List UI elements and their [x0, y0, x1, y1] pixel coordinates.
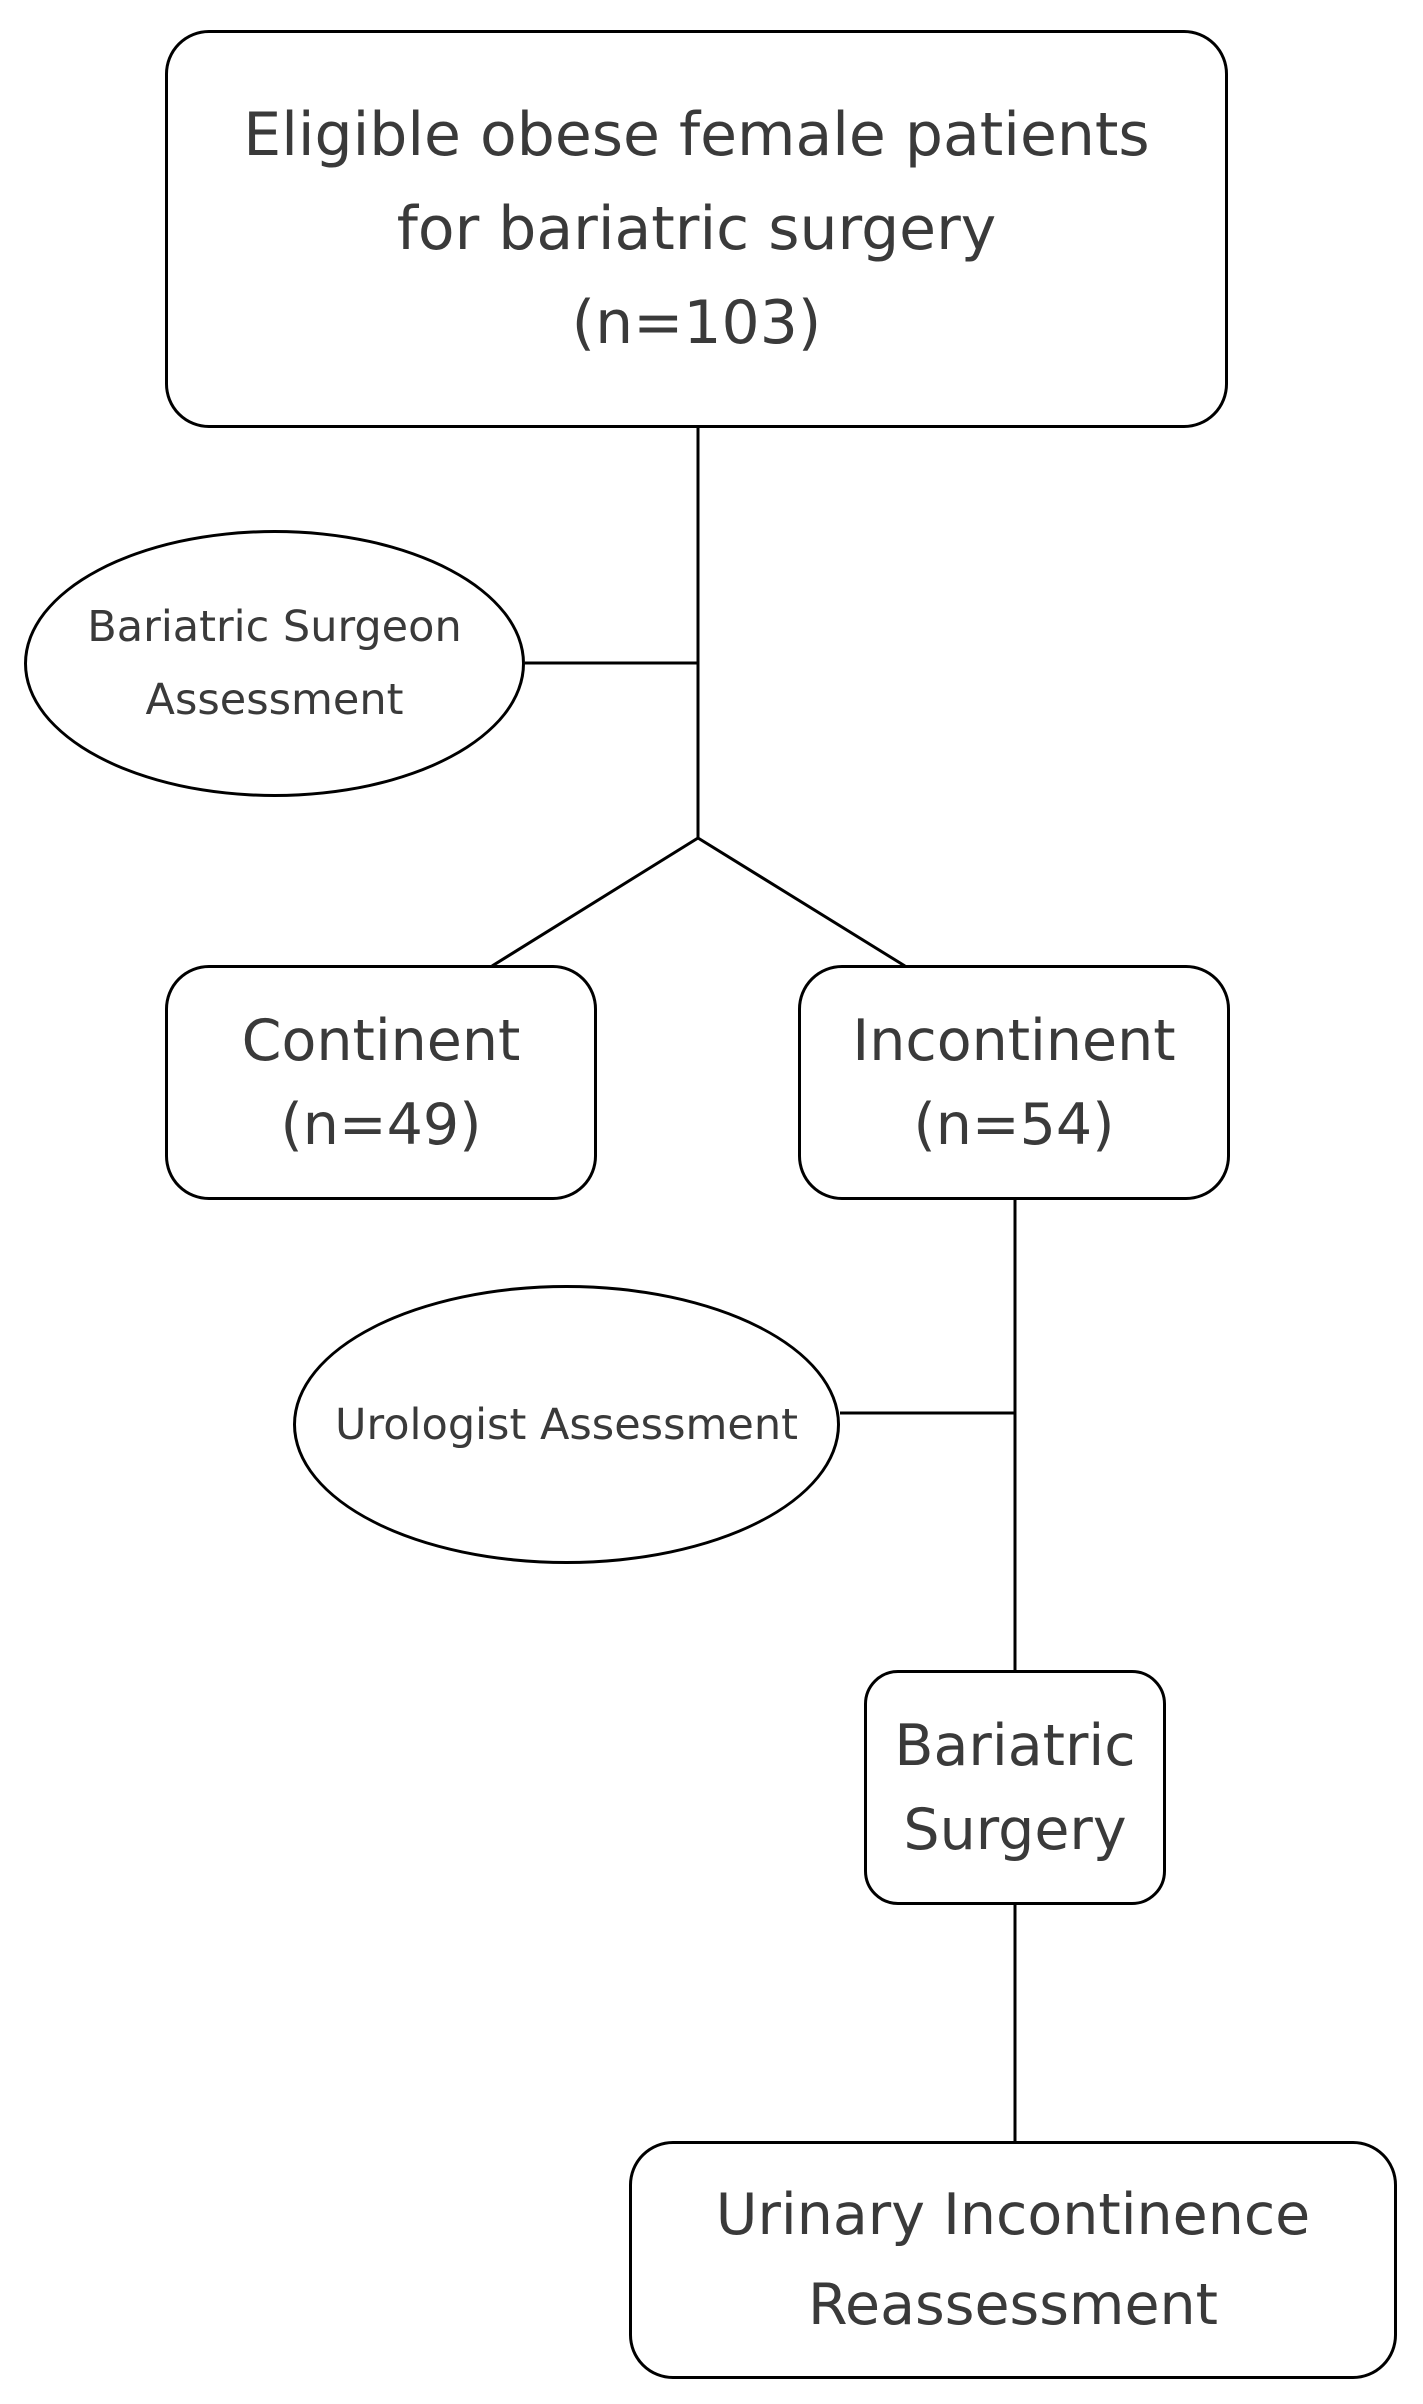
- bariatric-surgery-line-2: Surgery: [903, 1796, 1127, 1863]
- urologist-assessment-ellipse: Urologist Assessment: [293, 1285, 840, 1564]
- eligible-patients-line-2: for bariatric surgery: [396, 194, 997, 264]
- urologist-assessment-label: Urologist Assessment: [335, 1399, 798, 1450]
- connector-split-to-incontinent: [697, 836, 906, 968]
- continent-box: Continent (n=49): [165, 965, 597, 1200]
- surgeon-assessment-line-1: Bariatric Surgeon: [87, 601, 462, 652]
- incontinent-box: Incontinent (n=54): [798, 965, 1230, 1200]
- eligible-patients-count: (n=103): [571, 288, 822, 358]
- bariatric-surgeon-assessment-ellipse: Bariatric Surgeon Assessment: [24, 530, 525, 797]
- reassessment-line-2: Reassessment: [808, 2272, 1218, 2338]
- eligible-patients-line-1: Eligible obese female patients: [243, 100, 1150, 170]
- surgeon-assessment-line-2: Assessment: [145, 674, 404, 725]
- reassessment-line-1: Urinary Incontinence: [715, 2182, 1311, 2248]
- bariatric-surgery-line-1: Bariatric: [894, 1712, 1136, 1779]
- incontinent-count: (n=54): [913, 1091, 1115, 1158]
- eligible-patients-box: Eligible obese female patients for baria…: [165, 30, 1228, 428]
- continent-count: (n=49): [280, 1091, 482, 1158]
- continent-label: Continent: [241, 1007, 521, 1074]
- bariatric-surgery-box: Bariatric Surgery: [864, 1670, 1166, 1905]
- incontinent-label: Incontinent: [852, 1007, 1176, 1074]
- urinary-incontinence-reassessment-box: Urinary Incontinence Reassessment: [629, 2141, 1397, 2379]
- connector-split-to-continent: [491, 836, 699, 968]
